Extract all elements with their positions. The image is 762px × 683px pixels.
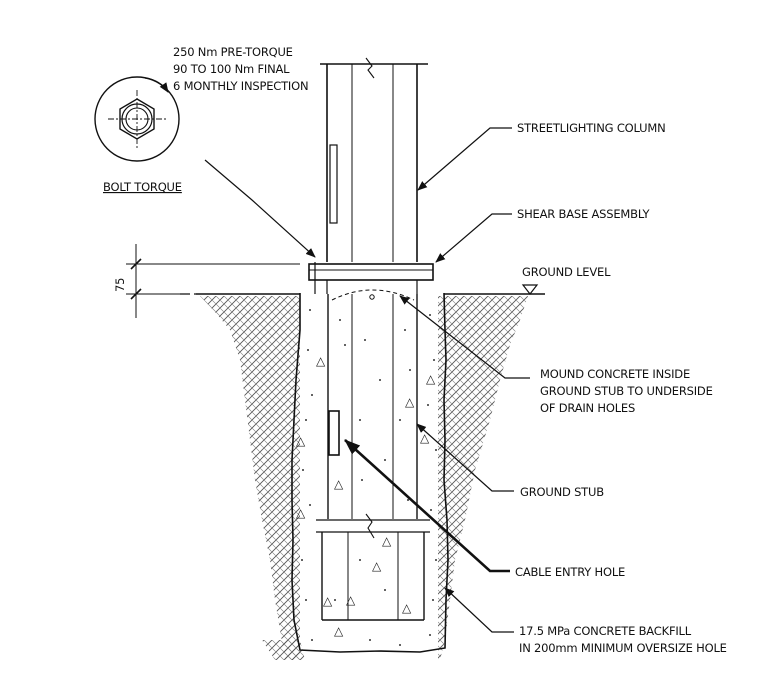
- label-ground-level: GROUND LEVEL: [522, 265, 611, 279]
- svg-text:△: △: [426, 372, 436, 386]
- cable-entry-hole: [328, 410, 340, 456]
- ground-stub: [316, 289, 430, 621]
- concrete-triangles: △ △ △ △ △ △ △ △ △ △ △ △ △: [296, 354, 436, 638]
- svg-text:△: △: [334, 624, 344, 638]
- label-ground-stub: GROUND STUB: [520, 485, 604, 499]
- label-streetlighting-column: STREETLIGHTING COLUMN: [517, 121, 665, 135]
- concrete-backfill: [291, 292, 449, 653]
- label-mound-line1: MOUND CONCRETE INSIDE: [540, 367, 690, 381]
- streetlighting-column: [320, 57, 428, 262]
- svg-text:△: △: [296, 506, 306, 520]
- bolt-torque-caption: BOLT TORQUE: [103, 180, 182, 194]
- bolt-torque-line2: 90 TO 100 Nm FINAL: [173, 62, 290, 76]
- svg-text:△: △: [372, 559, 382, 573]
- svg-text:△: △: [402, 601, 412, 615]
- label-mound-line3: OF DRAIN HOLES: [540, 401, 635, 415]
- svg-text:△: △: [316, 354, 326, 368]
- svg-text:△: △: [323, 594, 333, 608]
- concrete-aggregate: [301, 309, 437, 646]
- ground-level-symbol: [521, 284, 539, 295]
- label-backfill-line1: 17.5 MPa CONCRETE BACKFILL: [519, 624, 692, 638]
- bolt-torque-line1: 250 Nm PRE-TORQUE: [173, 45, 293, 59]
- label-mound-line2: GROUND STUB TO UNDERSIDE: [540, 384, 713, 398]
- column-door: [329, 144, 338, 224]
- bolt-torque-line3: 6 MONTHLY INSPECTION: [173, 79, 308, 93]
- soil-hatch: [200, 296, 528, 660]
- svg-text:△: △: [334, 477, 344, 491]
- label-shear-base-assembly: SHEAR BASE ASSEMBLY: [517, 207, 651, 221]
- bolt-torque-icon: [94, 76, 180, 162]
- svg-text:△: △: [405, 395, 415, 409]
- svg-text:△: △: [346, 593, 356, 607]
- label-cable-entry-hole: CABLE ENTRY HOLE: [515, 565, 625, 579]
- ground-line: [180, 284, 545, 295]
- dimension-75: [126, 244, 300, 318]
- label-backfill-line2: IN 200mm MINIMUM OVERSIZE HOLE: [519, 641, 727, 655]
- svg-text:△: △: [296, 434, 306, 448]
- shear-base-assembly: [308, 262, 434, 294]
- dimension-75-label: 75: [113, 278, 127, 292]
- svg-text:△: △: [420, 431, 430, 445]
- svg-text:△: △: [382, 534, 392, 548]
- leader-lines: [204, 127, 530, 633]
